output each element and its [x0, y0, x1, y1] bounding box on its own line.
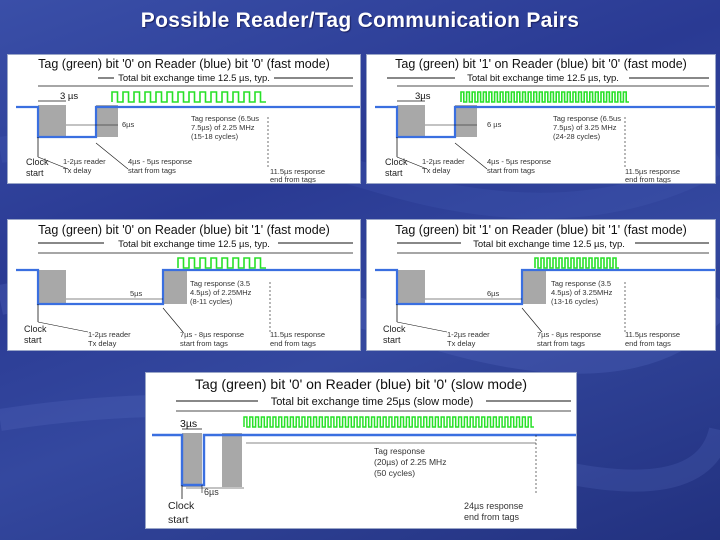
tag-response-line-2: 7.5µs) of 3.25 MHz — [553, 123, 617, 132]
tag-response-wave — [111, 91, 266, 103]
reader-tx-delay-block — [38, 270, 66, 304]
clock-start-label-2: start — [168, 514, 189, 526]
delay-label: 3µs — [415, 91, 431, 102]
clock-start-label-1: Clock — [383, 324, 406, 334]
tag-response-line-3: (24-28 cycles) — [553, 132, 601, 141]
tag-response-line-1: Tag response (3.5 — [551, 279, 611, 288]
tag-response-line-1: Tag response (6.5us — [191, 114, 259, 123]
reader-tx-delay-block — [397, 270, 425, 304]
tag-response-line-1: Tag response (6.5us — [553, 114, 621, 123]
page-title: Possible Reader/Tag Communication Pairs — [140, 9, 580, 32]
response-end-label-2: end from tags — [270, 339, 316, 348]
reader-tx-delay-block — [397, 105, 425, 137]
reader-tx-delay-block — [38, 105, 66, 137]
panel-heading: Tag (green) bit '1' on Reader (blue) bit… — [395, 57, 687, 71]
diagram-panel-bit0-bit0-slow: Tag (green) bit '0' on Reader (blue) bit… — [145, 372, 577, 529]
tag-response-line-1: Tag response (3.5 — [190, 279, 250, 288]
response-end-label-2: end from tags — [625, 339, 671, 348]
reader-delay-label-2: Tx delay — [63, 166, 92, 175]
tag-response-wave — [177, 257, 266, 269]
reader-signal — [375, 268, 715, 306]
tag-response-line-3: (50 cycles) — [374, 468, 415, 478]
reader-tx-delay-block — [182, 433, 202, 487]
response-start-label-1: 7µs - 8µs response — [537, 330, 601, 339]
response-start-label-1: 4µs - 5µs response — [128, 157, 192, 166]
response-end-label-1: 11.5µs response — [270, 167, 325, 176]
response-start-label-2: start from tags — [537, 339, 585, 348]
clock-start-label-1: Clock — [385, 157, 408, 167]
delay-label: 3µs — [180, 418, 197, 430]
tag-response-line-3: (8-11 cycles) — [190, 297, 233, 306]
response-end-label-1: 11.5µs response — [625, 167, 680, 176]
diagram-panel-bit1-bit1-fast: Tag (green) bit '1' on Reader (blue) bit… — [366, 219, 716, 351]
reader-delay-label-2: Tx delay — [447, 339, 476, 348]
clock-start-label-2: start — [24, 335, 42, 345]
clock-start-label-2: start — [26, 168, 44, 178]
response-end-label-2: end from tags — [270, 175, 316, 183]
response-start-label-2: start from tags — [180, 339, 228, 348]
reader-delay-label-2: Tx delay — [88, 339, 117, 348]
tag-response-delay-block — [455, 105, 477, 137]
response-start-label-2: start from tags — [128, 166, 176, 175]
tag-response-wave — [534, 257, 619, 269]
gap-label: 6µs — [204, 487, 219, 497]
panel-heading: Tag (green) bit '0' on Reader (blue) bit… — [195, 376, 527, 392]
tag-response-delay-block — [222, 433, 242, 487]
delay-label: 3 µs — [60, 91, 78, 102]
diagram-panel-bit0-bit1-fast: Tag (green) bit '0' on Reader (blue) bit… — [7, 219, 361, 351]
panel-heading: Tag (green) bit '1' on Reader (blue) bit… — [395, 223, 687, 237]
clock-start-label-1: Clock — [168, 500, 195, 512]
diagram-panel-bit0-bit0-fast: Tag (green) bit '0' on Reader (blue) bit… — [7, 54, 361, 184]
panel-subheading: Total bit exchange time 12.5 µs, typ. — [467, 73, 619, 84]
reader-signal — [375, 105, 715, 139]
reader-signal — [16, 105, 360, 139]
tag-response-line-2: 4.5µs) of 2.25MHz — [190, 288, 252, 297]
clock-start-label-1: Clock — [24, 324, 47, 334]
tag-response-line-2: (20µs) of 2.25 MHz — [374, 457, 446, 467]
gap-label: 5µs — [130, 289, 142, 298]
tag-response-wave — [460, 91, 629, 103]
panel-subheading: Total bit exchange time 12.5 µs, typ. — [118, 73, 270, 84]
tag-response-line-2: 4.5µs) of 3.25MHz — [551, 288, 613, 297]
reader-delay-label-1: 1-2µs reader — [88, 330, 131, 339]
panel-heading: Tag (green) bit '0' on Reader (blue) bit… — [38, 57, 330, 71]
response-start-label-1: 7µs - 8µs response — [180, 330, 244, 339]
tag-response-delay-block — [522, 270, 546, 304]
clock-start-label-2: start — [383, 335, 401, 345]
response-end-label-2: end from tags — [464, 512, 520, 522]
tag-response-delay-block — [163, 270, 187, 304]
response-end-label-1: 11.5µs response — [270, 330, 325, 339]
reader-signal — [152, 433, 576, 487]
gap-label: 6µs — [487, 289, 499, 298]
response-start-label-1: 4µs - 5µs response — [487, 157, 551, 166]
tag-response-line-2: 7.5µs) of 2.25 MHz — [191, 123, 255, 132]
response-end-label-1: 11.5µs response — [625, 330, 680, 339]
clock-start-label-1: Clock — [26, 157, 49, 167]
reader-delay-label-1: 1-2µs reader — [63, 157, 106, 166]
reader-delay-label-1: 1-2µs reader — [422, 157, 465, 166]
gap-label: 6 µs — [487, 120, 502, 129]
reader-delay-label-2: Tx delay — [422, 166, 451, 175]
reader-delay-label-1: 1-2µs reader — [447, 330, 490, 339]
panel-subheading: Total bit exchange time 12.5 µs, typ. — [473, 239, 625, 250]
tag-response-wave — [243, 416, 534, 428]
response-end-label-1: 24µs response — [464, 501, 523, 511]
diagram-panel-bit1-bit0-fast: Tag (green) bit '1' on Reader (blue) bit… — [366, 54, 716, 184]
response-start-label-2: start from tags — [487, 166, 535, 175]
response-end-label-2: end from tags — [625, 175, 671, 183]
clock-start-label-2: start — [385, 168, 403, 178]
panel-subheading: Total bit exchange time 12.5 µs, typ. — [118, 239, 270, 250]
reader-signal — [16, 268, 360, 306]
tag-response-delay-block — [96, 105, 118, 137]
panel-subheading: Total bit exchange time 25µs (slow mode) — [271, 396, 474, 408]
tag-response-line-3: (15-18 cycles) — [191, 132, 239, 141]
tag-response-line-1: Tag response — [374, 446, 425, 456]
panel-heading: Tag (green) bit '0' on Reader (blue) bit… — [38, 223, 330, 237]
tag-response-line-3: (13-16 cycles) — [551, 297, 599, 306]
gap-label: 6µs — [122, 120, 134, 129]
